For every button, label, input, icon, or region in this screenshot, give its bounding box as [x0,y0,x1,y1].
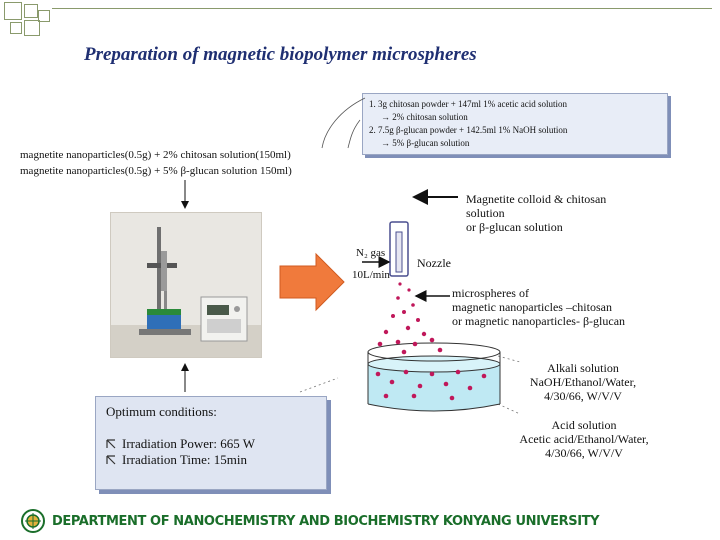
droplet [407,288,411,292]
decor-square [4,2,22,20]
droplet [449,395,455,401]
gas-label: N₂ gas [356,247,386,259]
process-arrow [279,252,345,312]
microsphere-droplets [375,282,487,401]
droplet [417,383,423,389]
page-title: Preparation of magnetic biopolymer micro… [84,44,477,65]
callout-dotted [497,403,521,415]
decor-square [24,20,40,36]
optimum-conditions-box: Optimum conditions: Irradiation Power: 6… [95,396,327,490]
droplet [389,379,395,385]
beaker-bottom [367,403,501,412]
decor-square [38,10,50,22]
optimum-title: Optimum conditions: [106,404,217,419]
alkali-line: NaOH/Ethanol/Water, [529,375,637,389]
droplet [416,318,420,322]
droplet [443,381,449,387]
droplet [437,347,443,353]
droplet [455,369,461,375]
note-line: → 2% chitosan solution [381,112,468,122]
optimum-item-label: Irradiation Time: 15min [122,452,247,467]
droplet [377,341,383,347]
acid-line: 4/30/66, W/V/V [545,446,623,460]
decor-square [10,22,22,34]
solution-note-box: 1. 3g chitosan powder + 147ml 1% acetic … [362,93,668,155]
feed-label: Magnetite colloid & chitosan solution or… [466,192,606,234]
droplet [402,310,406,314]
microspheres-line: microspheres of [452,286,529,300]
feed-label-line: or β-glucan solution [466,220,563,234]
droplet [405,325,411,331]
optimum-item: Irradiation Power: 665 W [106,436,316,452]
droplet [395,339,401,345]
callout-line [347,119,361,149]
droplet [467,385,473,391]
droplet [403,369,409,375]
droplet [375,371,381,377]
footer-text: DEPARTMENT OF NANOCHEMISTRY AND BIOCHEMI… [52,513,600,529]
feed-label-line: solution [466,206,505,220]
bullet-icon [106,439,116,449]
flow-rate-label: 10L/min [352,269,390,281]
droplet [383,393,389,399]
acid-line: Acid solution [551,418,617,432]
callout-line [321,97,366,149]
droplet [481,373,487,379]
header-rule [52,8,712,9]
nozzle-inner [395,231,403,273]
droplet [401,349,407,355]
callout-dotted [299,377,339,393]
droplet [429,337,435,343]
droplet [412,341,418,347]
bullet-icon [106,455,116,465]
droplet [398,282,402,286]
microspheres-line: or magnetic nanoparticles- β-glucan [452,314,626,328]
alkali-line: 4/30/66, W/V/V [544,389,622,403]
callout-dotted [497,355,521,363]
droplet [383,329,389,335]
acid-solution-label: Acid solution Acetic acid/Ethanol/Water,… [506,418,662,460]
nozzle-label: Nozzle [417,256,451,270]
university-logo-icon [21,509,45,533]
apparatus-illustration [111,213,261,357]
microspheres-label: microspheres of magnetic nanoparticles –… [452,286,625,328]
magnetite-description: magnetite nanoparticles(0.5g) + 2% chito… [20,147,292,179]
microspheres-line: magnetic nanoparticles –chitosan [452,300,612,314]
apparatus-photo [110,212,262,358]
droplet [411,393,417,399]
droplet [391,314,395,318]
optimum-item-label: Irradiation Power: 665 W [122,436,255,451]
decor-square [24,4,38,18]
acid-line: Acetic acid/Ethanol/Water, [519,432,649,446]
droplet [411,303,415,307]
magnetite-line: magnetite nanoparticles(0.5g) + 2% chito… [20,149,291,161]
note-line: → 5% β-glucan solution [381,138,470,148]
optimum-item: Irradiation Time: 15min [106,452,316,468]
note-line: 2. 7.5g β-glucan powder + 142.5ml 1% NaO… [369,125,568,135]
droplet [396,296,400,300]
alkali-solution-label: Alkali solution NaOH/Ethanol/Water, 4/30… [518,361,648,403]
alkali-line: Alkali solution [547,361,619,375]
magnetite-line: magnetite nanoparticles(0.5g) + 5% β-glu… [20,165,292,177]
note-line: 1. 3g chitosan powder + 147ml 1% acetic … [369,99,568,109]
droplet [421,331,427,337]
droplet [429,371,435,377]
footer: DEPARTMENT OF NANOCHEMISTRY AND BIOCHEMI… [20,509,600,533]
feed-label-line: Magnetite colloid & chitosan [466,192,607,206]
